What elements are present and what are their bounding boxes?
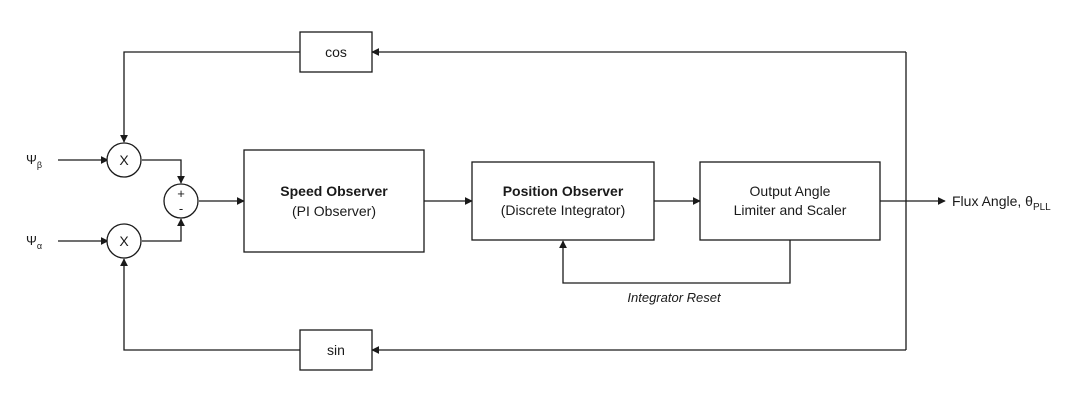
psi-alpha-symbol: Ψ [26, 233, 37, 248]
integrator-reset-label: Integrator Reset [627, 290, 722, 305]
input-psi-beta-label: Ψβ [26, 152, 42, 170]
multiplier-top-symbol: X [119, 152, 129, 168]
wire-sin-to-mult-bottom [120, 258, 300, 351]
cos-block: cos [299, 31, 373, 73]
wire-cos-to-mult-top [120, 51, 300, 143]
wire-mult-bottom-to-sum [142, 218, 185, 242]
position-observer-title: Position Observer [503, 183, 624, 199]
signal-wires [58, 48, 946, 354]
multiplier-bottom: X [106, 223, 142, 259]
speed-observer-block: Speed Observer (PI Observer) [243, 149, 425, 253]
wire-mult-top-to-sum [142, 159, 185, 184]
output-flux-angle-label: Flux Angle, θPLL [952, 193, 1051, 213]
theta-symbol: θ [1025, 193, 1033, 209]
multiplier-bottom-symbol: X [119, 233, 129, 249]
sin-label: sin [327, 342, 345, 358]
multiplier-top: X [106, 142, 142, 178]
theta-subscript: PLL [1033, 202, 1051, 213]
psi-beta-subscript: β [37, 160, 42, 170]
position-observer-block: Position Observer (Discrete Integrator) [471, 161, 655, 241]
flux-angle-text: Flux Angle, [952, 193, 1025, 209]
wire-integrator-reset [559, 240, 791, 284]
speed-observer-title: Speed Observer [280, 183, 388, 199]
input-psi-alpha-label: Ψα [26, 233, 42, 251]
psi-alpha-subscript: α [37, 241, 42, 251]
speed-observer-subtitle: (PI Observer) [292, 203, 376, 219]
output-block-line2: Limiter and Scaler [734, 202, 847, 218]
sin-block: sin [299, 329, 373, 371]
output-angle-limiter-block: Output Angle Limiter and Scaler [699, 161, 881, 241]
psi-beta-symbol: Ψ [26, 152, 37, 167]
output-block-line1: Output Angle [750, 183, 831, 199]
cos-label: cos [325, 44, 347, 60]
summer-minus: - [179, 201, 183, 216]
summing-junction: + - [163, 183, 199, 219]
summer-plus: + [177, 186, 185, 201]
position-observer-subtitle: (Discrete Integrator) [501, 202, 625, 218]
